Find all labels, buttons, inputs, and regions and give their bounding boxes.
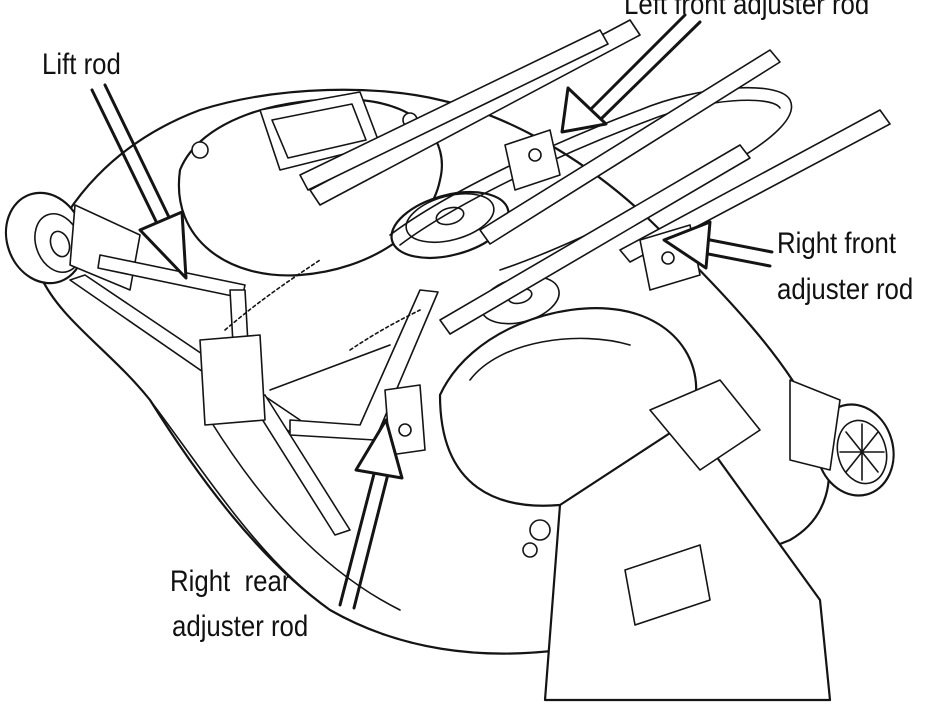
lift-rod-assembly [69,254,439,536]
right-front-adjuster-rod-label-line1: Right front [777,227,897,260]
lift-rod-label: Lift rod [42,48,121,81]
right-front-adjuster-rod-arrow [662,220,774,270]
right-rear-adjuster-rod-label-line2: adjuster rod [172,610,309,643]
right-rear-adjuster-rod-label-line1: Right rear [170,565,291,598]
left-front-adjuster-rod-label: Left front adjuster rod [624,0,870,21]
right-blade-cover [438,307,832,702]
lift-rod-arrow [90,83,188,280]
left-front-adjuster-rod-arrow [560,13,702,134]
right-gauge-wheel [789,379,895,497]
right-front-adjuster-rod-label-line2: adjuster rod [777,273,914,306]
deck-stud [529,519,551,541]
right-rear-adjuster-rod-arrow [338,418,404,610]
deck-rim [149,399,561,655]
